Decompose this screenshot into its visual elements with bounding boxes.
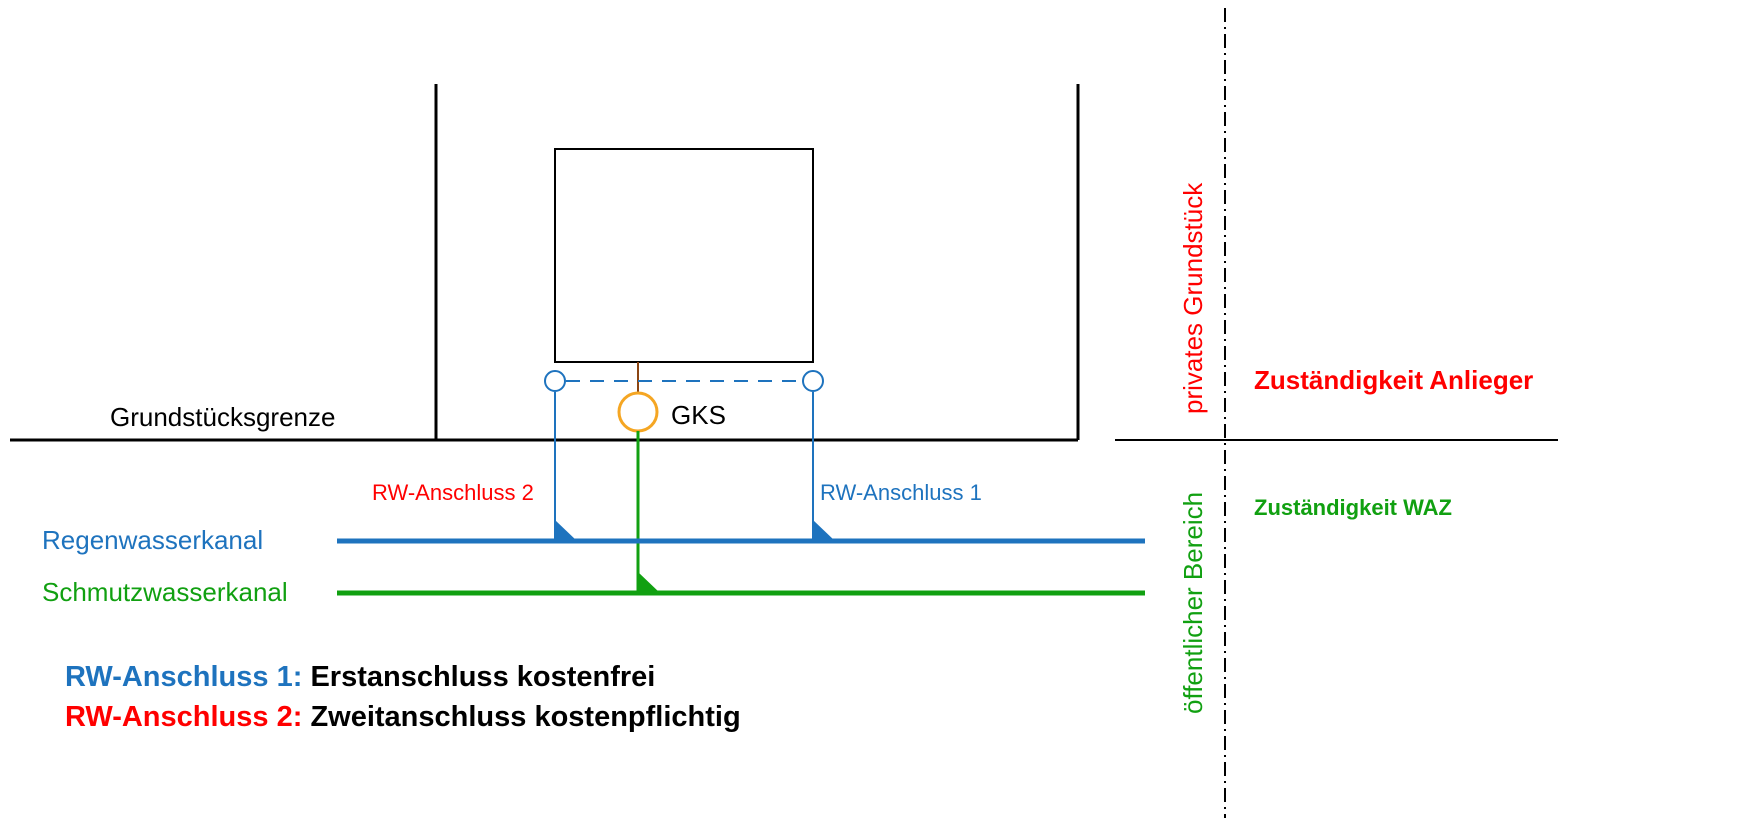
rw-connection-1-label: RW-Anschluss 1 (820, 480, 982, 505)
wastewater-sewer-label: Schmutzwasserkanal (42, 577, 288, 607)
rw-connection-2-label: RW-Anschluss 2 (372, 480, 534, 505)
rainwater-sewer-label: Regenwasserkanal (42, 525, 264, 555)
public-area-label: öffentlicher Bereich (1178, 491, 1208, 714)
legend-item-2: RW-Anschluss 2: Zweitanschluss kostenpfl… (65, 703, 741, 732)
rw-connection-1-junction (813, 520, 835, 541)
legend-key-1: RW-Anschluss 1: (65, 661, 303, 693)
gks-shaft (617, 391, 659, 433)
rw-connection-2-junction (555, 520, 577, 541)
legend-item-1: RW-Anschluss 1: Erstanschluss kostenfrei (65, 663, 655, 692)
responsibility-waz-label: Zuständigkeit WAZ (1254, 495, 1452, 520)
responsibility-resident-label: Zuständigkeit Anlieger (1254, 365, 1534, 395)
building (554, 148, 814, 363)
rw-connection-2-node (544, 370, 566, 392)
legend-text-1: Erstanschluss kostenfrei (310, 661, 656, 693)
rw-connection-1-node (802, 370, 824, 392)
wastewater-junction (638, 572, 660, 593)
gks-label: GKS (671, 400, 726, 430)
legend-key-2: RW-Anschluss 2: (65, 701, 303, 733)
boundary-label: Grundstücksgrenze (110, 402, 336, 432)
legend-text-2: Zweitanschluss kostenpflichtig (310, 701, 741, 733)
private-property-label: privates Grundstück (1178, 182, 1208, 414)
